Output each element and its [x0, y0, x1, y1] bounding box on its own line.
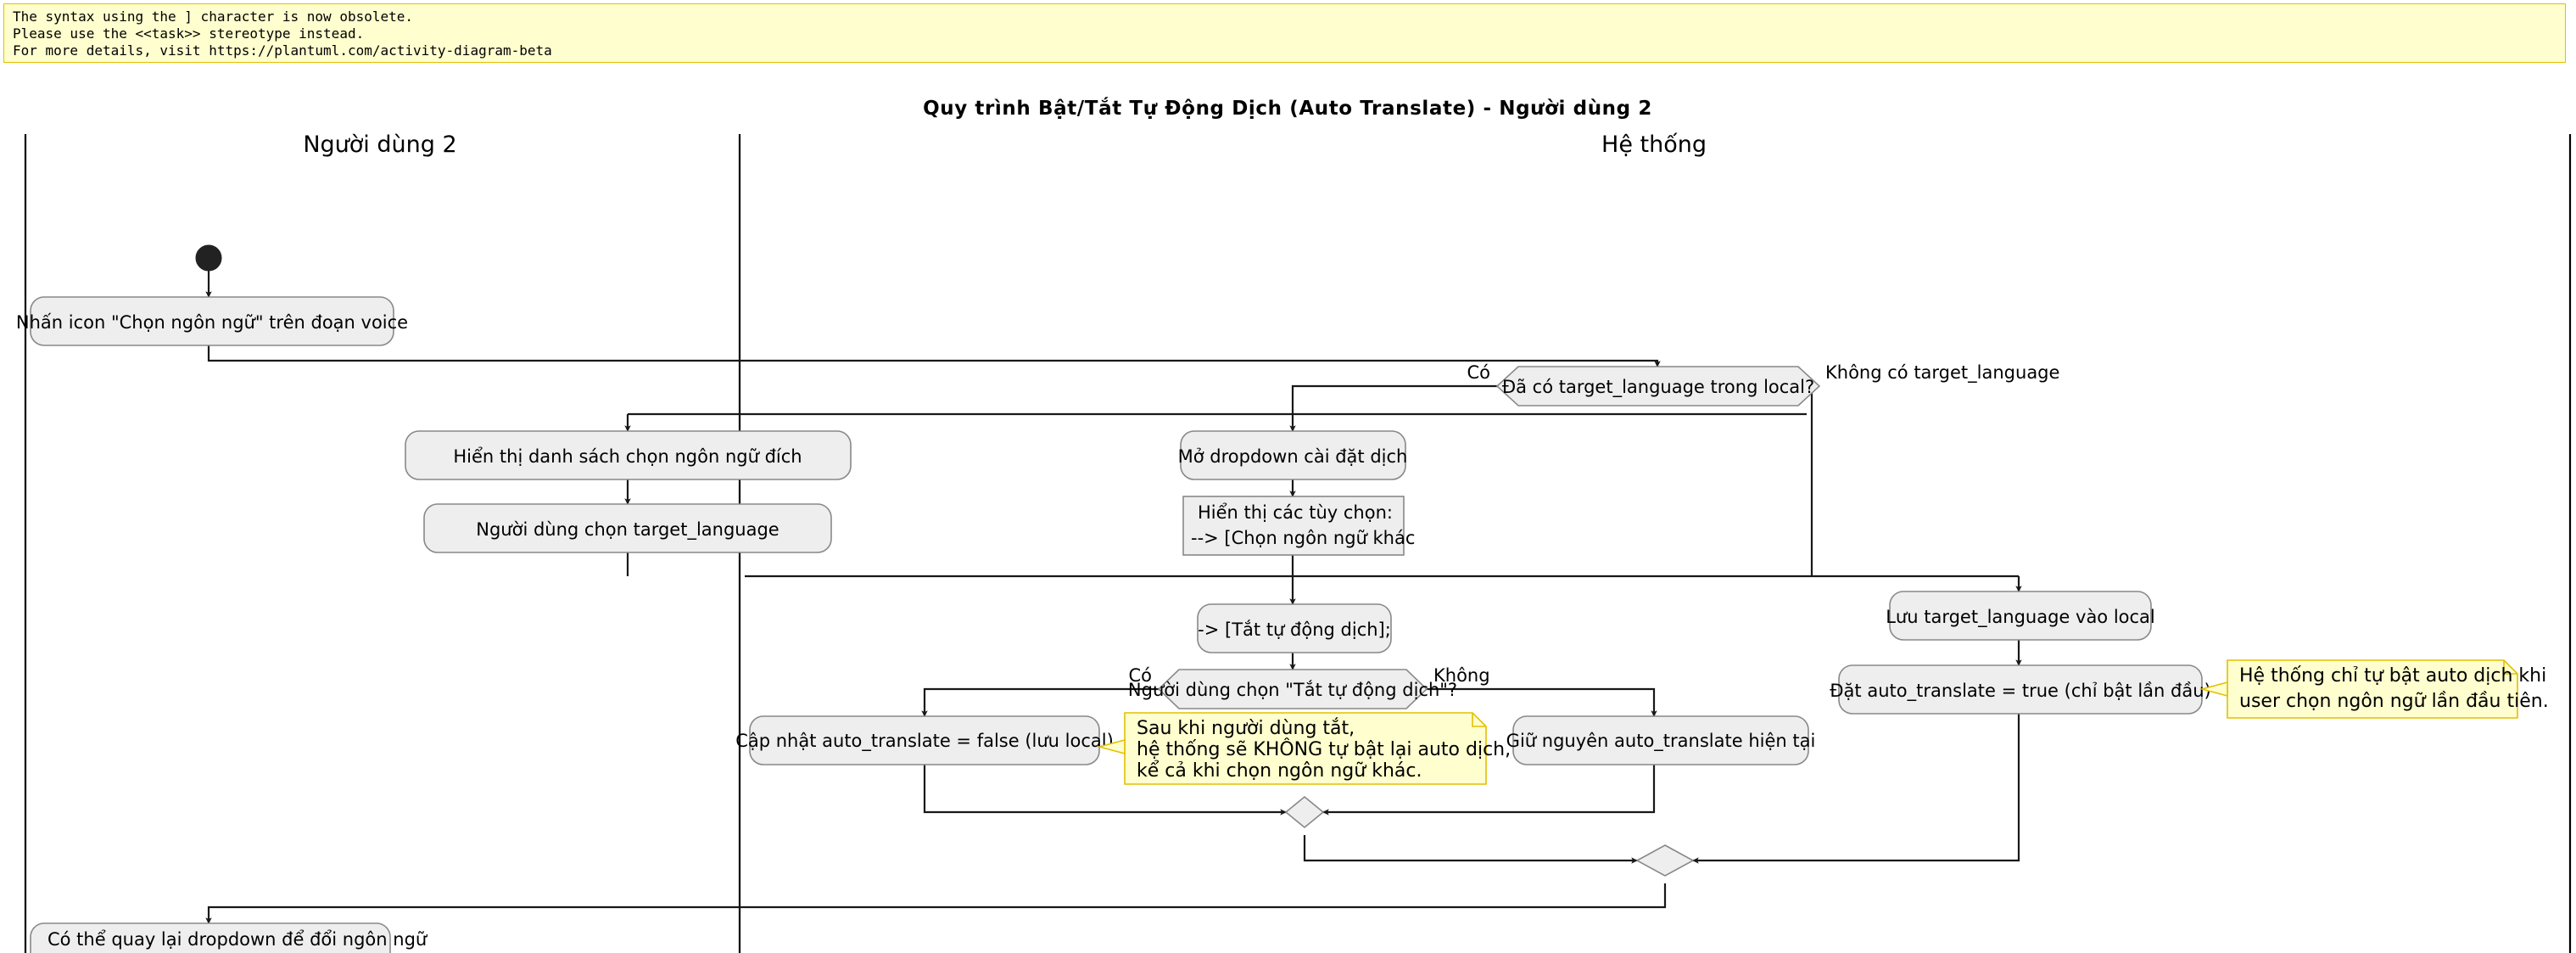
- decision-branch-yes-label: Có: [1128, 665, 1152, 686]
- activity-label: Nhấn icon "Chọn ngôn ngữ" trên đoạn voic…: [16, 312, 408, 333]
- connector-group: [205, 271, 2022, 924]
- note-line-2: hệ thống sẽ KHÔNG tự bật lại auto dịch,: [1137, 738, 1511, 760]
- activity-cap-nhat-auto-translate-false: Cập nhật auto_translate = false (lưu loc…: [735, 715, 1114, 765]
- decision-label: Người dùng chọn "Tắt tự động dịch"?: [1128, 680, 1457, 700]
- activity-label: Đặt auto_translate = true (chỉ bật lần đ…: [1830, 681, 2210, 702]
- lane-title-he-thong: Hệ thống: [1601, 132, 1707, 158]
- edge-a1-to-decision1: [207, 345, 1661, 367]
- activity-mo-dropdown-cai-dat-dich: Mở dropdown cài đặt dịch: [1178, 430, 1408, 480]
- activity-label: Cập nhật auto_translate = false (lưu loc…: [735, 731, 1114, 752]
- syntax-warning-banner: The syntax using the ] character is now …: [3, 3, 2566, 63]
- edge-decision2-no: [1406, 687, 1657, 717]
- note-auto-bat-lan-dau: Hệ thống chỉ tự bật auto dịch khi user c…: [2199, 659, 2549, 719]
- note-line-1: Sau khi người dùng tắt,: [1137, 718, 1355, 739]
- activity-hien-thi-cac-tuy-chon: Hiển thị các tùy chọn: --> [Chọn ngôn ng…: [1182, 496, 1415, 556]
- activity-label-line1: Có thể quay lại dropdown để đổi ngôn ngữ: [47, 929, 428, 950]
- decision-branch-yes-label: Có: [1467, 362, 1490, 383]
- edge-a8-to-merge1: [1322, 752, 1656, 816]
- warning-line-3: For more details, visit https://plantuml…: [13, 42, 552, 59]
- activity-co-the-quay-lai-dropdown: Có thể quay lại dropdown để đổi ngôn ngữ…: [30, 922, 428, 953]
- edge-a7-to-merge1: [923, 765, 1287, 816]
- activity-giu-nguyen-auto-translate: Giữ nguyên auto_translate hiện tại: [1506, 715, 1816, 765]
- activity-label: Người dùng chọn target_language: [476, 519, 779, 541]
- edge-merge1-to-merge2: [1303, 835, 1638, 864]
- activity-label: Mở dropdown cài đặt dịch: [1178, 446, 1408, 467]
- activity-label-line1: Hiển thị các tùy chọn:: [1198, 502, 1393, 523]
- start-node: [195, 244, 222, 272]
- decision-target-language-local: Đã có target_language trong local? Có Kh…: [1467, 362, 2059, 406]
- activity-hien-thi-danh-sach-ngon-ngu: Hiển thị danh sách chọn ngôn ngữ đích: [405, 430, 852, 480]
- note-line-1: Hệ thống chỉ tự bật auto dịch khi: [2239, 665, 2546, 687]
- activity-label: Hiển thị danh sách chọn ngôn ngữ đích: [453, 446, 802, 467]
- activity-label: Giữ nguyên auto_translate hiện tại: [1506, 731, 1816, 752]
- activity-label-line2: --> [Chọn ngôn ngữ khác: [1191, 528, 1415, 548]
- decision-tat-tu-dong-dich: Người dùng chọn "Tắt tự động dịch"? Có K…: [1128, 665, 1490, 709]
- lane-title-nguoi-dung-2: Người dùng 2: [303, 132, 456, 158]
- merge-node-2: [1635, 844, 1695, 877]
- note-line-2: user chọn ngôn ngữ lần đầu tiên.: [2239, 691, 2549, 712]
- activity-nhan-icon-chon-ngon-ngu: Nhấn icon "Chọn ngôn ngữ" trên đoạn voic…: [16, 296, 408, 346]
- decision-branch-no-label: Không có target_language: [1825, 362, 2059, 384]
- activity-tat-tu-dong-dich: -> [Tắt tự động dịch];: [1197, 603, 1392, 653]
- activity-diagram-canvas: Quy trình Bật/Tắt Tự Động Dịch (Auto Tra…: [16, 97, 2572, 953]
- decision-branch-no-label: Không: [1433, 665, 1490, 686]
- activity-label: -> [Tắt tự động dịch];: [1198, 619, 1391, 640]
- decision-label: Đã có target_language trong local?: [1502, 377, 1814, 398]
- note-line-3: kể cả khi chọn ngôn ngữ khác.: [1137, 760, 1422, 782]
- page-title: Quy trình Bật/Tắt Tự Động Dịch (Auto Tra…: [923, 97, 1652, 120]
- warning-line-2: Please use the <<task>> stereotype inste…: [13, 25, 365, 42]
- note-tat-auto-dich: Sau khi người dùng tắt, hệ thống sẽ KHÔN…: [1096, 712, 1511, 785]
- merge-node-1: [1284, 795, 1325, 829]
- activity-luu-target-language-vao-local: Lưu target_language vào local: [1886, 591, 2155, 641]
- activity-nguoi-dung-chon-target-language: Người dùng chọn target_language: [423, 503, 832, 553]
- edge-decision2-yes: [921, 687, 1179, 717]
- edge-a10-to-merge2: [1692, 714, 2020, 864]
- edge-merge2-to-a11: [205, 883, 1667, 924]
- warning-line-1: The syntax using the ] character is now …: [13, 8, 414, 25]
- activity-dat-auto-translate-true: Đặt auto_translate = true (chỉ bật lần đ…: [1830, 664, 2211, 715]
- activity-label: Lưu target_language vào local: [1886, 607, 2155, 628]
- edge-decision1-yes-down: [1291, 384, 1518, 414]
